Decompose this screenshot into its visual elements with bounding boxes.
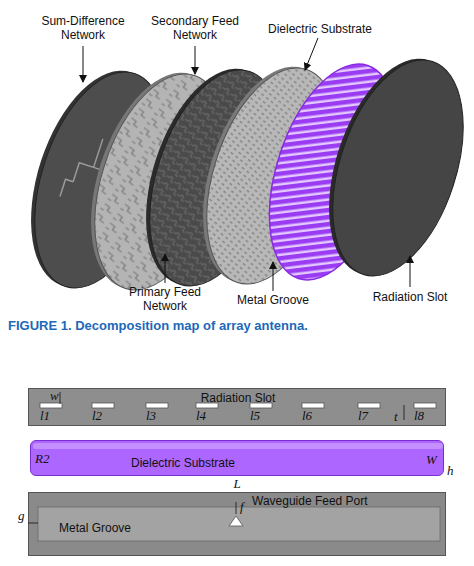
dimension-label: l1 [40, 409, 64, 423]
slot-mark [250, 403, 272, 408]
dimension-label: l5 [250, 409, 274, 423]
part-label: Waveguide Feed Port [252, 494, 392, 508]
layer-bar: Radiation Slot [28, 388, 446, 426]
dimension-label: l4 [196, 409, 220, 423]
dimension-label: W [426, 453, 442, 467]
dimension-label: l8 [414, 409, 438, 423]
slot-mark [40, 403, 62, 408]
dimension-label: l6 [302, 409, 326, 423]
dimension-label: g [18, 509, 30, 523]
part-label: Primary Feed Network [123, 285, 207, 313]
part-label: Dielectric Substrate [250, 22, 390, 36]
dimension-label: h [447, 464, 461, 478]
dimension-label: R2 [35, 452, 59, 466]
dimension-label: f [240, 500, 252, 514]
part-label: Metal Groove [223, 293, 323, 307]
part-label: Radiation Slot [360, 290, 460, 304]
part-label: Secondary Feed Network [149, 14, 241, 42]
part-label: Sum-Difference Network [33, 14, 133, 42]
dimension-label: t [394, 410, 404, 424]
slot-mark [92, 403, 114, 408]
bar-label: Radiation Slot [201, 391, 276, 405]
slot-mark [358, 403, 380, 408]
slot-mark [196, 403, 218, 408]
slot-mark [146, 403, 168, 408]
slot-mark [414, 403, 436, 408]
dimension-label: l7 [358, 409, 382, 423]
figure-caption: FIGURE 1. Decomposition map of array ant… [8, 318, 308, 334]
bar-label: Metal Groove [59, 521, 131, 535]
slot-mark [302, 403, 324, 408]
bar-label: Dielectric Substrate [131, 456, 235, 470]
dimension-label: w [50, 389, 64, 403]
dimension-label: l2 [92, 409, 116, 423]
dimension-label: l3 [146, 409, 170, 423]
dimension-label: L [230, 477, 244, 491]
